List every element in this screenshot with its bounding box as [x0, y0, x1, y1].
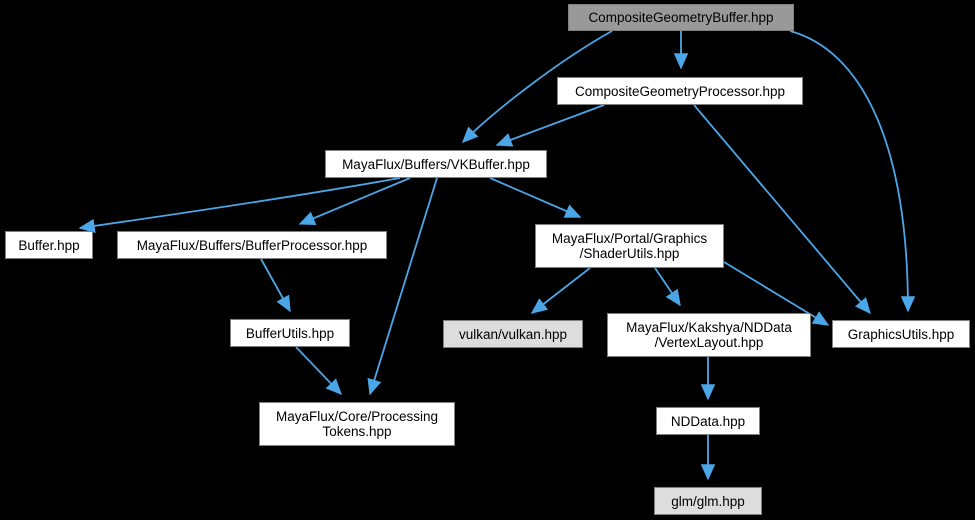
- graph-node-shader_utils[interactable]: MayaFlux/Portal/Graphics /ShaderUtils.hp…: [535, 224, 724, 268]
- graph-node-label: CompositeGeometryProcessor.hpp: [574, 83, 786, 99]
- graph-node-composite_geometry_buffer[interactable]: CompositeGeometryBuffer.hpp: [568, 4, 794, 31]
- graph-edge: [495, 104, 605, 147]
- graph-node-label: NDData.hpp: [670, 413, 746, 429]
- graph-node-nddata[interactable]: NDData.hpp: [656, 407, 760, 435]
- graph-node-buffer_processor[interactable]: MayaFlux/Buffers/BufferProcessor.hpp: [117, 231, 387, 259]
- graph-edge: [260, 258, 291, 313]
- graph-node-buffer_utils[interactable]: BufferUtils.hpp: [230, 319, 350, 347]
- graph-node-label: BufferUtils.hpp: [245, 325, 335, 341]
- graph-node-processing_tokens[interactable]: MayaFlux/Core/Processing Tokens.hpp: [259, 402, 455, 446]
- graph-node-graphics_utils[interactable]: GraphicsUtils.hpp: [832, 320, 970, 348]
- graph-node-label: GraphicsUtils.hpp: [847, 326, 955, 342]
- graph-edge: [489, 177, 582, 218]
- graph-edge: [789, 30, 916, 313]
- graph-node-buffer[interactable]: Buffer.hpp: [5, 231, 93, 259]
- graph-node-vertex_layout[interactable]: MayaFlux/Kakshya/NDData /VertexLayout.hp…: [607, 313, 811, 357]
- graph-node-label: MayaFlux/Portal/Graphics /ShaderUtils.hp…: [551, 231, 708, 261]
- graph-edge: [298, 177, 411, 225]
- graph-node-label: CompositeGeometryBuffer.hpp: [588, 10, 774, 25]
- graph-node-label: MayaFlux/Buffers/BufferProcessor.hpp: [136, 237, 368, 253]
- graph-node-composite_geometry_processor[interactable]: CompositeGeometryProcessor.hpp: [557, 77, 803, 105]
- graph-edge: [654, 267, 681, 307]
- graph-node-glm[interactable]: glm/glm.hpp: [654, 487, 762, 515]
- graph-edge: [530, 267, 591, 314]
- graph-node-label: MayaFlux/Buffers/VKBuffer.hpp: [342, 156, 530, 172]
- graph-edge: [693, 104, 871, 315]
- graph-node-label: Buffer.hpp: [18, 237, 80, 253]
- graph-node-label: vulkan/vulkan.hpp: [458, 326, 568, 342]
- graph-edge: [367, 177, 438, 396]
- graph-node-label: MayaFlux/Core/Processing Tokens.hpp: [275, 409, 439, 439]
- graph-node-label: MayaFlux/Kakshya/NDData /VertexLayout.hp…: [626, 320, 792, 350]
- graph-node-vulkan[interactable]: vulkan/vulkan.hpp: [443, 320, 583, 348]
- graph-edge: [461, 30, 613, 144]
- graph-node-label: glm/glm.hpp: [671, 493, 745, 509]
- graph-edge: [78, 177, 401, 234]
- graph-edge: [295, 346, 342, 396]
- graph-node-vkbuffer[interactable]: MayaFlux/Buffers/VKBuffer.hpp: [325, 150, 547, 178]
